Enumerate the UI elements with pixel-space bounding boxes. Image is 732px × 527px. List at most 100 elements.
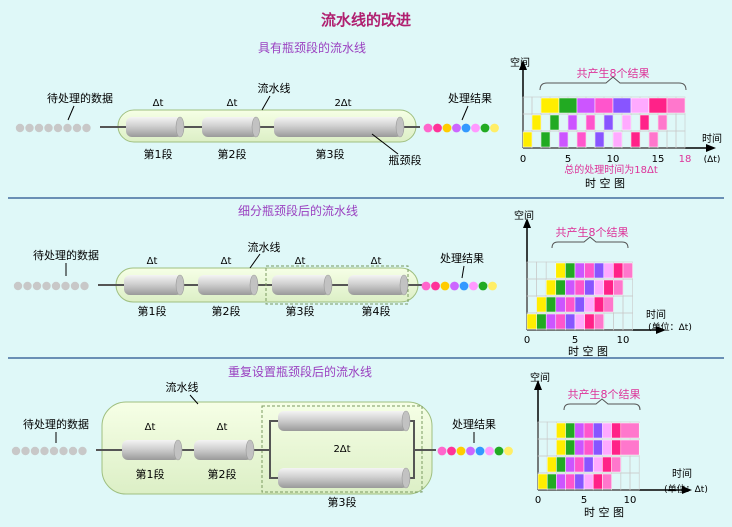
- grid-cell: [622, 295, 633, 314]
- result-brace: [551, 236, 629, 249]
- x-unit-label: (单位：Δt): [648, 321, 692, 333]
- task-block: [574, 279, 585, 296]
- task-block: [620, 422, 640, 439]
- task-block: [558, 131, 569, 148]
- task-block: [536, 296, 547, 313]
- stage-time-label: Δt: [227, 98, 238, 109]
- x-tick-label: 0: [535, 495, 541, 506]
- task-block: [574, 456, 585, 473]
- section-bottleneck: 具有瓶颈段的流水线 待处理的数据 Δt Δt 2Δt 流水线 第1段 第2段 第…: [15, 40, 722, 190]
- stage-2-cylinder: [194, 439, 255, 461]
- grid-cell: [537, 421, 548, 440]
- data-dot: [34, 123, 44, 133]
- output-label: 处理结果: [448, 92, 492, 105]
- stage-1-cylinder: [124, 274, 185, 296]
- result-dot: [480, 123, 490, 133]
- label-pointer: [189, 394, 199, 405]
- grid-cell: [549, 130, 560, 149]
- data-dot: [78, 446, 87, 456]
- result-dot: [437, 446, 447, 456]
- data-dot: [21, 446, 30, 456]
- label-pointer: [461, 265, 465, 279]
- stage-name-label: 第3段: [328, 495, 357, 509]
- pipeline-label: 流水线: [248, 240, 281, 254]
- data-dot: [53, 123, 63, 133]
- result-dot: [431, 281, 440, 291]
- grid-cell: [526, 295, 537, 314]
- result-dot: [433, 123, 442, 133]
- task-block: [549, 114, 560, 131]
- x-tick-label: 15: [652, 154, 665, 165]
- input-data-dots: [15, 123, 91, 133]
- x-tick-label: 10: [617, 335, 630, 346]
- result-dot: [471, 123, 480, 133]
- task-block: [584, 313, 595, 330]
- grid-cell: [613, 295, 624, 314]
- task-block: [556, 473, 566, 490]
- grid-cell: [537, 455, 548, 474]
- result-dot: [423, 123, 433, 133]
- stage-time-label: 2Δt: [334, 98, 351, 109]
- section-subdivided: 细分瓶颈段后的流水线 待处理的数据 Δt Δt Δt Δt 流: [13, 203, 692, 358]
- section-heading: 细分瓶颈段后的流水线: [238, 203, 358, 218]
- stage-name-label: 第3段: [286, 304, 315, 318]
- task-block: [593, 279, 605, 296]
- data-dot: [68, 446, 78, 456]
- task-block: [602, 456, 612, 473]
- task-block: [526, 313, 537, 330]
- result-brace: [563, 398, 641, 411]
- task-block: [583, 456, 594, 473]
- output-result-dots: [423, 123, 499, 133]
- result-dot: [478, 281, 488, 291]
- task-block: [555, 313, 566, 330]
- input-data-label: 待处理的数据: [33, 248, 99, 262]
- result-dot: [456, 446, 466, 456]
- grid-cell: [613, 312, 624, 331]
- task-block: [666, 97, 686, 114]
- result-dot: [469, 281, 478, 291]
- grid-cell: [620, 472, 631, 491]
- task-block: [622, 262, 633, 279]
- y-axis-arrow: [523, 218, 531, 228]
- grid-cell: [540, 113, 551, 132]
- grid-cell: [537, 438, 548, 457]
- result-dot: [459, 281, 469, 291]
- x-last-tick-label: 18: [679, 154, 692, 165]
- grid-cell: [675, 113, 686, 132]
- result-dot: [488, 281, 497, 291]
- y-axis-label: 空间: [514, 209, 534, 222]
- stage-3-cylinder: [272, 274, 333, 296]
- stage-name-label: 第3段: [316, 147, 345, 161]
- result-dot: [442, 123, 452, 133]
- result-count-note: 共产生8个结果: [556, 225, 629, 239]
- x-tick-label: 0: [524, 335, 530, 346]
- space-time-chart: 空间 时间 0 5 10 (单位：Δt) 共产生8个结果 时 空 图: [514, 209, 692, 358]
- stage-time-label: Δt: [295, 256, 306, 267]
- task-block: [594, 97, 614, 114]
- input-data-label: 待处理的数据: [23, 417, 89, 431]
- task-block: [592, 473, 603, 490]
- grid-cell: [526, 261, 537, 280]
- grid-cell: [545, 261, 557, 280]
- task-block: [593, 313, 605, 330]
- task-block: [593, 262, 605, 279]
- output-label: 处理结果: [452, 418, 496, 431]
- task-block: [576, 131, 587, 148]
- grid-cell: [576, 113, 587, 132]
- x-tick-label: 5: [572, 335, 578, 346]
- grid-cell: [546, 438, 557, 457]
- task-block: [565, 456, 576, 473]
- grid-cell: [531, 96, 542, 115]
- chart-caption: 时 空 图: [585, 176, 625, 190]
- task-block: [603, 279, 614, 296]
- input-data-dots: [13, 281, 89, 291]
- input-data-label: 待处理的数据: [47, 91, 113, 105]
- task-block: [657, 114, 668, 131]
- result-dot: [450, 281, 459, 291]
- grid-cell: [603, 130, 614, 149]
- grid-cell: [622, 312, 633, 331]
- data-dot: [80, 281, 89, 291]
- result-dot: [494, 446, 504, 456]
- result-dot: [447, 446, 456, 456]
- output-result-dots: [437, 446, 513, 456]
